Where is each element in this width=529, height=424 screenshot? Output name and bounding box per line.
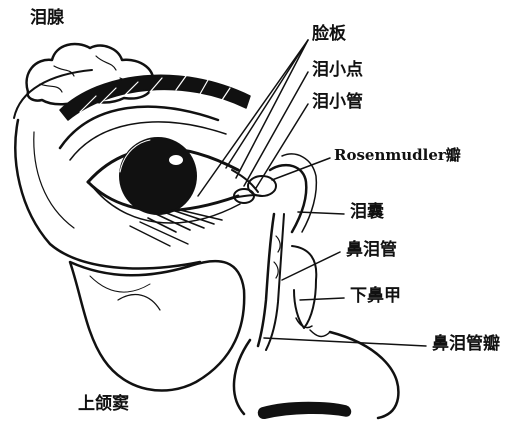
leader-rosenmuller [272,158,330,180]
maxillary-sinus [70,261,244,390]
label-lacrimal-punctum: 泪小点 [312,62,363,79]
label-inferior-turbinate: 下鼻甲 [350,288,401,305]
label-maxillary-sinus: 上颌窦 [78,396,129,413]
inferior-turbinate [292,246,316,328]
label-lacrimal-canaliculus: 泪小管 [312,94,363,111]
nasolacrimal-duct [258,214,274,346]
label-tarsal-plate: 脸板 [312,26,346,43]
label-nasolacrimal-duct: 鼻泪管 [346,242,397,259]
eyebrow [60,75,250,120]
label-lacrimal-gland: 泪腺 [30,10,64,27]
leader-canaliculus [256,104,308,188]
leader-tarsal-2 [236,40,308,178]
label-rosenmuller-valve: Rosenmudler瓣 [334,148,461,163]
lacrimal-sac [270,165,306,232]
label-nasolacrimal-duct-valve: 鼻泪管瓣 [432,336,500,353]
leader-turbinate [300,298,344,300]
leader-sac [298,212,344,214]
leader-duct-valve [264,338,426,346]
nostril [259,403,351,419]
label-lacrimal-sac: 泪囊 [350,204,384,221]
